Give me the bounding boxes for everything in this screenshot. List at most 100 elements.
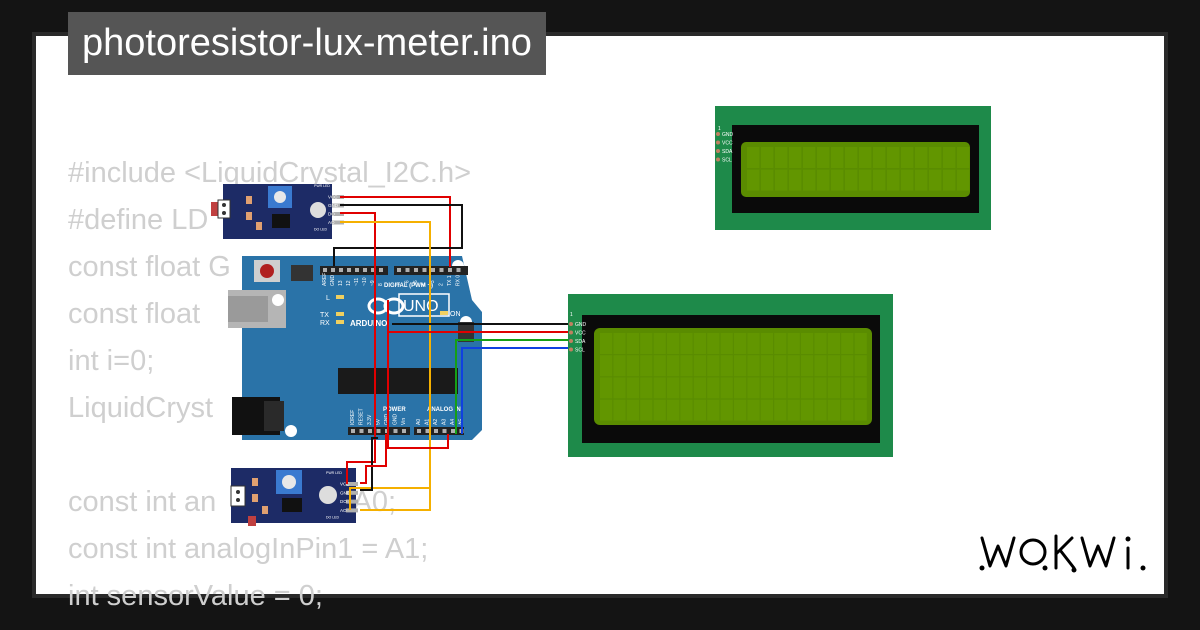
led-rx xyxy=(336,320,344,324)
sensor-pin[interactable] xyxy=(332,220,344,225)
lcd-char-cell xyxy=(774,333,787,354)
sensor-pin[interactable] xyxy=(332,195,344,199)
lcd-char-cell xyxy=(600,377,613,399)
digital-pin[interactable] xyxy=(439,268,444,272)
svg-text:RX: RX xyxy=(320,320,330,327)
digital-pin[interactable] xyxy=(379,268,383,272)
power-pin[interactable] xyxy=(359,429,364,433)
digital-pin[interactable] xyxy=(363,268,367,272)
lcd-char-cell xyxy=(613,399,626,421)
digital-pin[interactable] xyxy=(331,268,335,272)
lcd-char-cell xyxy=(814,355,827,377)
lcd-char-cell xyxy=(841,333,854,354)
sensor-led-label: PWR LED xyxy=(314,184,330,188)
lcd-char-cell xyxy=(653,399,666,421)
lcd-pin[interactable] xyxy=(569,330,573,335)
wires[interactable] xyxy=(333,196,568,511)
lcd-char-cell xyxy=(600,399,613,421)
lcd-pin[interactable] xyxy=(569,322,573,326)
digital-pin[interactable] xyxy=(422,268,427,272)
analog-pin[interactable] xyxy=(434,429,438,433)
lcd-char-cell xyxy=(803,169,816,191)
lcd-char-cell xyxy=(626,377,639,399)
digital-pin-label: ~6 xyxy=(405,280,411,286)
digital-pin[interactable] xyxy=(355,268,359,272)
lcd-pin[interactable] xyxy=(716,132,720,136)
lcd-char-cell xyxy=(801,355,814,377)
code-line: const int analogInPin1 = A1; xyxy=(68,533,429,565)
analog-pin[interactable] xyxy=(425,429,430,433)
sensor-pin[interactable] xyxy=(346,508,358,513)
lcd-pin[interactable] xyxy=(569,347,573,352)
power-pin[interactable] xyxy=(393,429,398,433)
lcd-char-cell xyxy=(640,333,653,354)
digital-pin[interactable] xyxy=(323,268,327,272)
lcd-pin[interactable] xyxy=(569,339,573,343)
lcd-char-cell xyxy=(775,147,788,168)
lcd-char-cell xyxy=(827,377,840,399)
lcd-pin[interactable] xyxy=(716,157,720,162)
lcd-char-cell xyxy=(841,377,854,399)
digital-pin[interactable] xyxy=(339,268,343,272)
digital-pin[interactable] xyxy=(397,268,401,272)
digital-pin[interactable] xyxy=(414,268,418,272)
lcd-char-cell xyxy=(667,377,680,399)
digital-pin-label: 13 xyxy=(338,280,344,286)
analog-pin[interactable] xyxy=(451,429,455,433)
wire-red xyxy=(340,212,376,484)
sensor-pin-label: VCC xyxy=(328,195,338,200)
sensor-pin[interactable] xyxy=(346,490,358,495)
wire-yellow xyxy=(360,434,431,511)
digital-pin-label: ~5 xyxy=(413,280,419,286)
digital-pin[interactable] xyxy=(347,268,351,272)
analog-header xyxy=(414,427,464,435)
digital-pin[interactable] xyxy=(371,268,375,272)
lcd-char-cell xyxy=(707,355,720,377)
sensor-pin-label: GND xyxy=(340,490,351,495)
analog-pin[interactable] xyxy=(442,429,447,433)
power-pin-label: 5V xyxy=(376,418,382,425)
digital-pin[interactable] xyxy=(405,268,410,272)
lcd-char-cell xyxy=(720,377,733,399)
lcd-char-cell xyxy=(915,147,928,168)
lcd-char-cell xyxy=(831,169,844,191)
sensor-pin-label: DO xyxy=(328,212,335,217)
power-pin[interactable] xyxy=(368,429,372,433)
lcd-char-cell xyxy=(747,377,760,399)
digital-pin[interactable] xyxy=(456,268,461,272)
digital-pin[interactable] xyxy=(448,268,452,272)
sensor-pin[interactable] xyxy=(346,482,358,486)
lcd-char-cell xyxy=(734,399,747,421)
power-pin[interactable] xyxy=(351,429,355,433)
lcd-small-pin1-marker: 1 xyxy=(718,126,721,132)
lcd-char-cell xyxy=(801,333,814,354)
digital-pin[interactable] xyxy=(431,268,435,272)
sensor-pin[interactable] xyxy=(332,212,344,216)
lcd-char-cell xyxy=(760,399,773,421)
lcd-pin[interactable] xyxy=(716,140,720,145)
power-pin[interactable] xyxy=(376,429,381,433)
lcd-char-cell xyxy=(626,399,639,421)
sketch-title: photoresistor-lux-meter.ino xyxy=(68,12,546,75)
sensor-pin-label: DO xyxy=(340,499,347,504)
lcd-large-pin1-marker: 1 xyxy=(570,312,573,318)
sensor-pin[interactable] xyxy=(346,499,358,504)
lcd-char-cell xyxy=(827,333,840,354)
power-pin[interactable] xyxy=(402,429,406,433)
wire-red xyxy=(387,300,449,449)
svg-text:L: L xyxy=(326,295,330,302)
lcd-char-cell xyxy=(680,355,693,377)
lcd-pin-label: SDA xyxy=(722,149,733,155)
lcd-char-cell xyxy=(640,399,653,421)
lcd-char-cell xyxy=(680,399,693,421)
sensor-pin[interactable] xyxy=(332,203,344,208)
analog-pin[interactable] xyxy=(417,429,421,433)
svg-text:ON: ON xyxy=(450,311,461,318)
lcd-pin[interactable] xyxy=(716,149,720,153)
